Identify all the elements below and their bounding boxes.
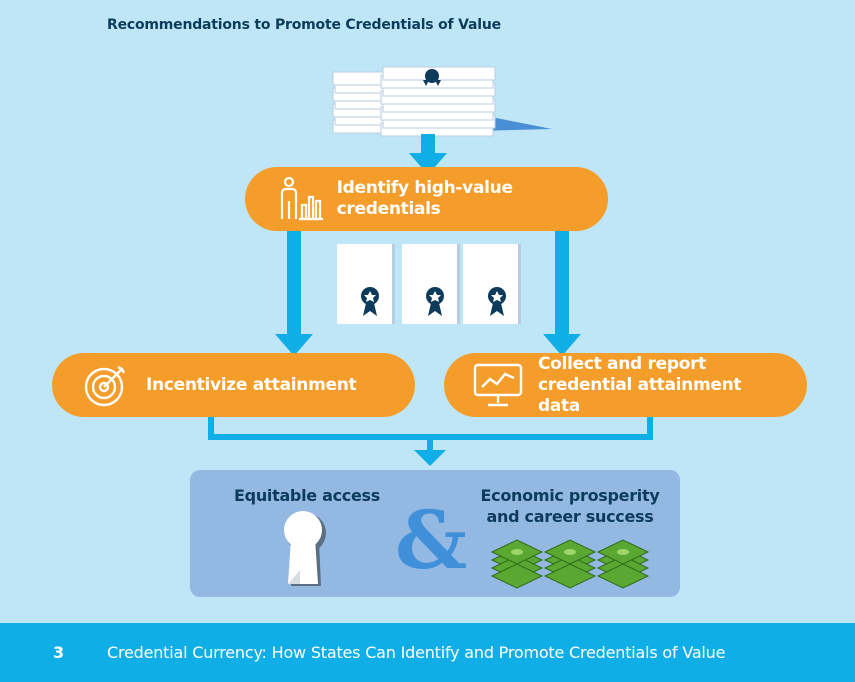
certificate-icon: [402, 244, 460, 324]
certificate-icon: [337, 244, 395, 324]
document-stack-icon: [332, 66, 552, 137]
money-stack-icon: [596, 539, 650, 589]
step-identify-label: Identify high-value credentials: [336, 178, 513, 219]
outcome-economic-label: Economic prosperity and career success: [480, 486, 660, 526]
person-chart-icon: [280, 176, 323, 221]
footer-bar: 3 Credential Currency: How States Can Id…: [0, 623, 855, 682]
step-incentivize-label: Incentivize attainment: [146, 374, 357, 395]
page-number: 3: [53, 643, 65, 662]
step-collect-label: Collect and report credential attainment…: [538, 353, 742, 416]
outcome-equitable-label: Equitable access: [234, 486, 380, 505]
target-icon: [84, 365, 126, 407]
certificate-icon: [463, 244, 521, 324]
page-title: Recommendations to Promote Credentials o…: [107, 17, 501, 33]
step-collect: Collect and report credential attainment…: [444, 353, 807, 417]
money-stack-icon: [543, 539, 597, 589]
step-identify: Identify high-value credentials: [245, 167, 608, 231]
money-stack-icon: [490, 539, 544, 589]
monitor-chart-icon: [473, 363, 523, 407]
footer-text: Credential Currency: How States Can Iden…: [107, 643, 726, 662]
keyhole-icon: [284, 511, 326, 586]
ampersand: &: [395, 493, 468, 587]
step-incentivize: Incentivize attainment: [52, 353, 415, 417]
